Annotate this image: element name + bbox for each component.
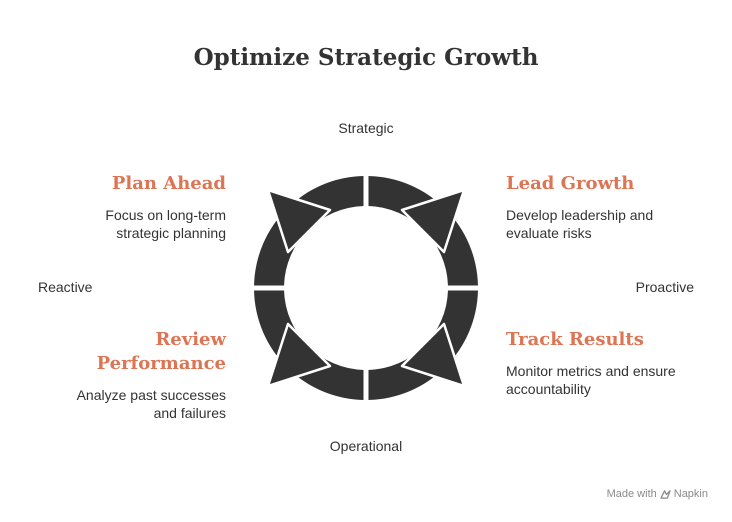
axis-label-left: Reactive [38,279,93,295]
ring-segment-bottom-left [254,290,364,400]
description-line: accountability [506,381,591,397]
description-line: Monitor metrics and ensure [506,363,676,379]
title-line: Review [155,329,226,350]
quadrant-description: Focus on long-term strategic planning [0,206,226,242]
description-line: evaluate risks [506,225,592,241]
made-with-footer: Made with Napkin [607,488,708,500]
title-line: Performance [96,353,226,374]
quadrant-review-performance: Review Performance Analyze past successe… [0,328,226,422]
quadrant-plan-ahead: Plan Ahead Focus on long-term strategic … [0,172,226,242]
ring-segment-top-left [254,176,364,286]
napkin-logo-icon [660,489,671,499]
axis-label-bottom: Operational [329,438,403,454]
cycle-ring-diagram [254,176,478,400]
quadrant-title: Lead Growth [506,173,635,194]
napkin-brand-label: Napkin [673,488,708,500]
ring-segment-top-right [368,176,478,286]
arrow-top-left-icon [266,188,332,254]
arrow-bottom-left-icon [266,322,332,388]
arrow-bottom-right-icon [400,322,466,388]
quadrant-track-results: Track Results Monitor metrics and ensure… [506,328,732,398]
quadrant-description: Develop leadership and evaluate risks [506,206,732,242]
quadrant-title: Review Performance [0,328,226,376]
description-line: strategic planning [116,225,226,241]
axis-label-top: Strategic [338,120,394,136]
quadrant-description: Analyze past successes and failures [0,386,226,422]
quadrant-lead-growth: Lead Growth Develop leadership and evalu… [506,172,732,242]
arrow-top-right-icon [400,188,466,254]
ring-segment-bottom-right [368,290,478,400]
description-line: Analyze past successes [76,387,226,403]
page-title: Optimize Strategic Growth [193,44,539,71]
quadrant-title: Track Results [506,329,644,350]
quadrant-title: Plan Ahead [111,173,226,194]
quadrant-description: Monitor metrics and ensure accountabilit… [506,362,732,398]
description-line: Focus on long-term [105,207,226,223]
description-line: Develop leadership and [506,207,654,223]
axis-label-right: Proactive [635,279,694,295]
description-line: and failures [153,405,226,421]
made-with-label: Made with [606,488,657,500]
